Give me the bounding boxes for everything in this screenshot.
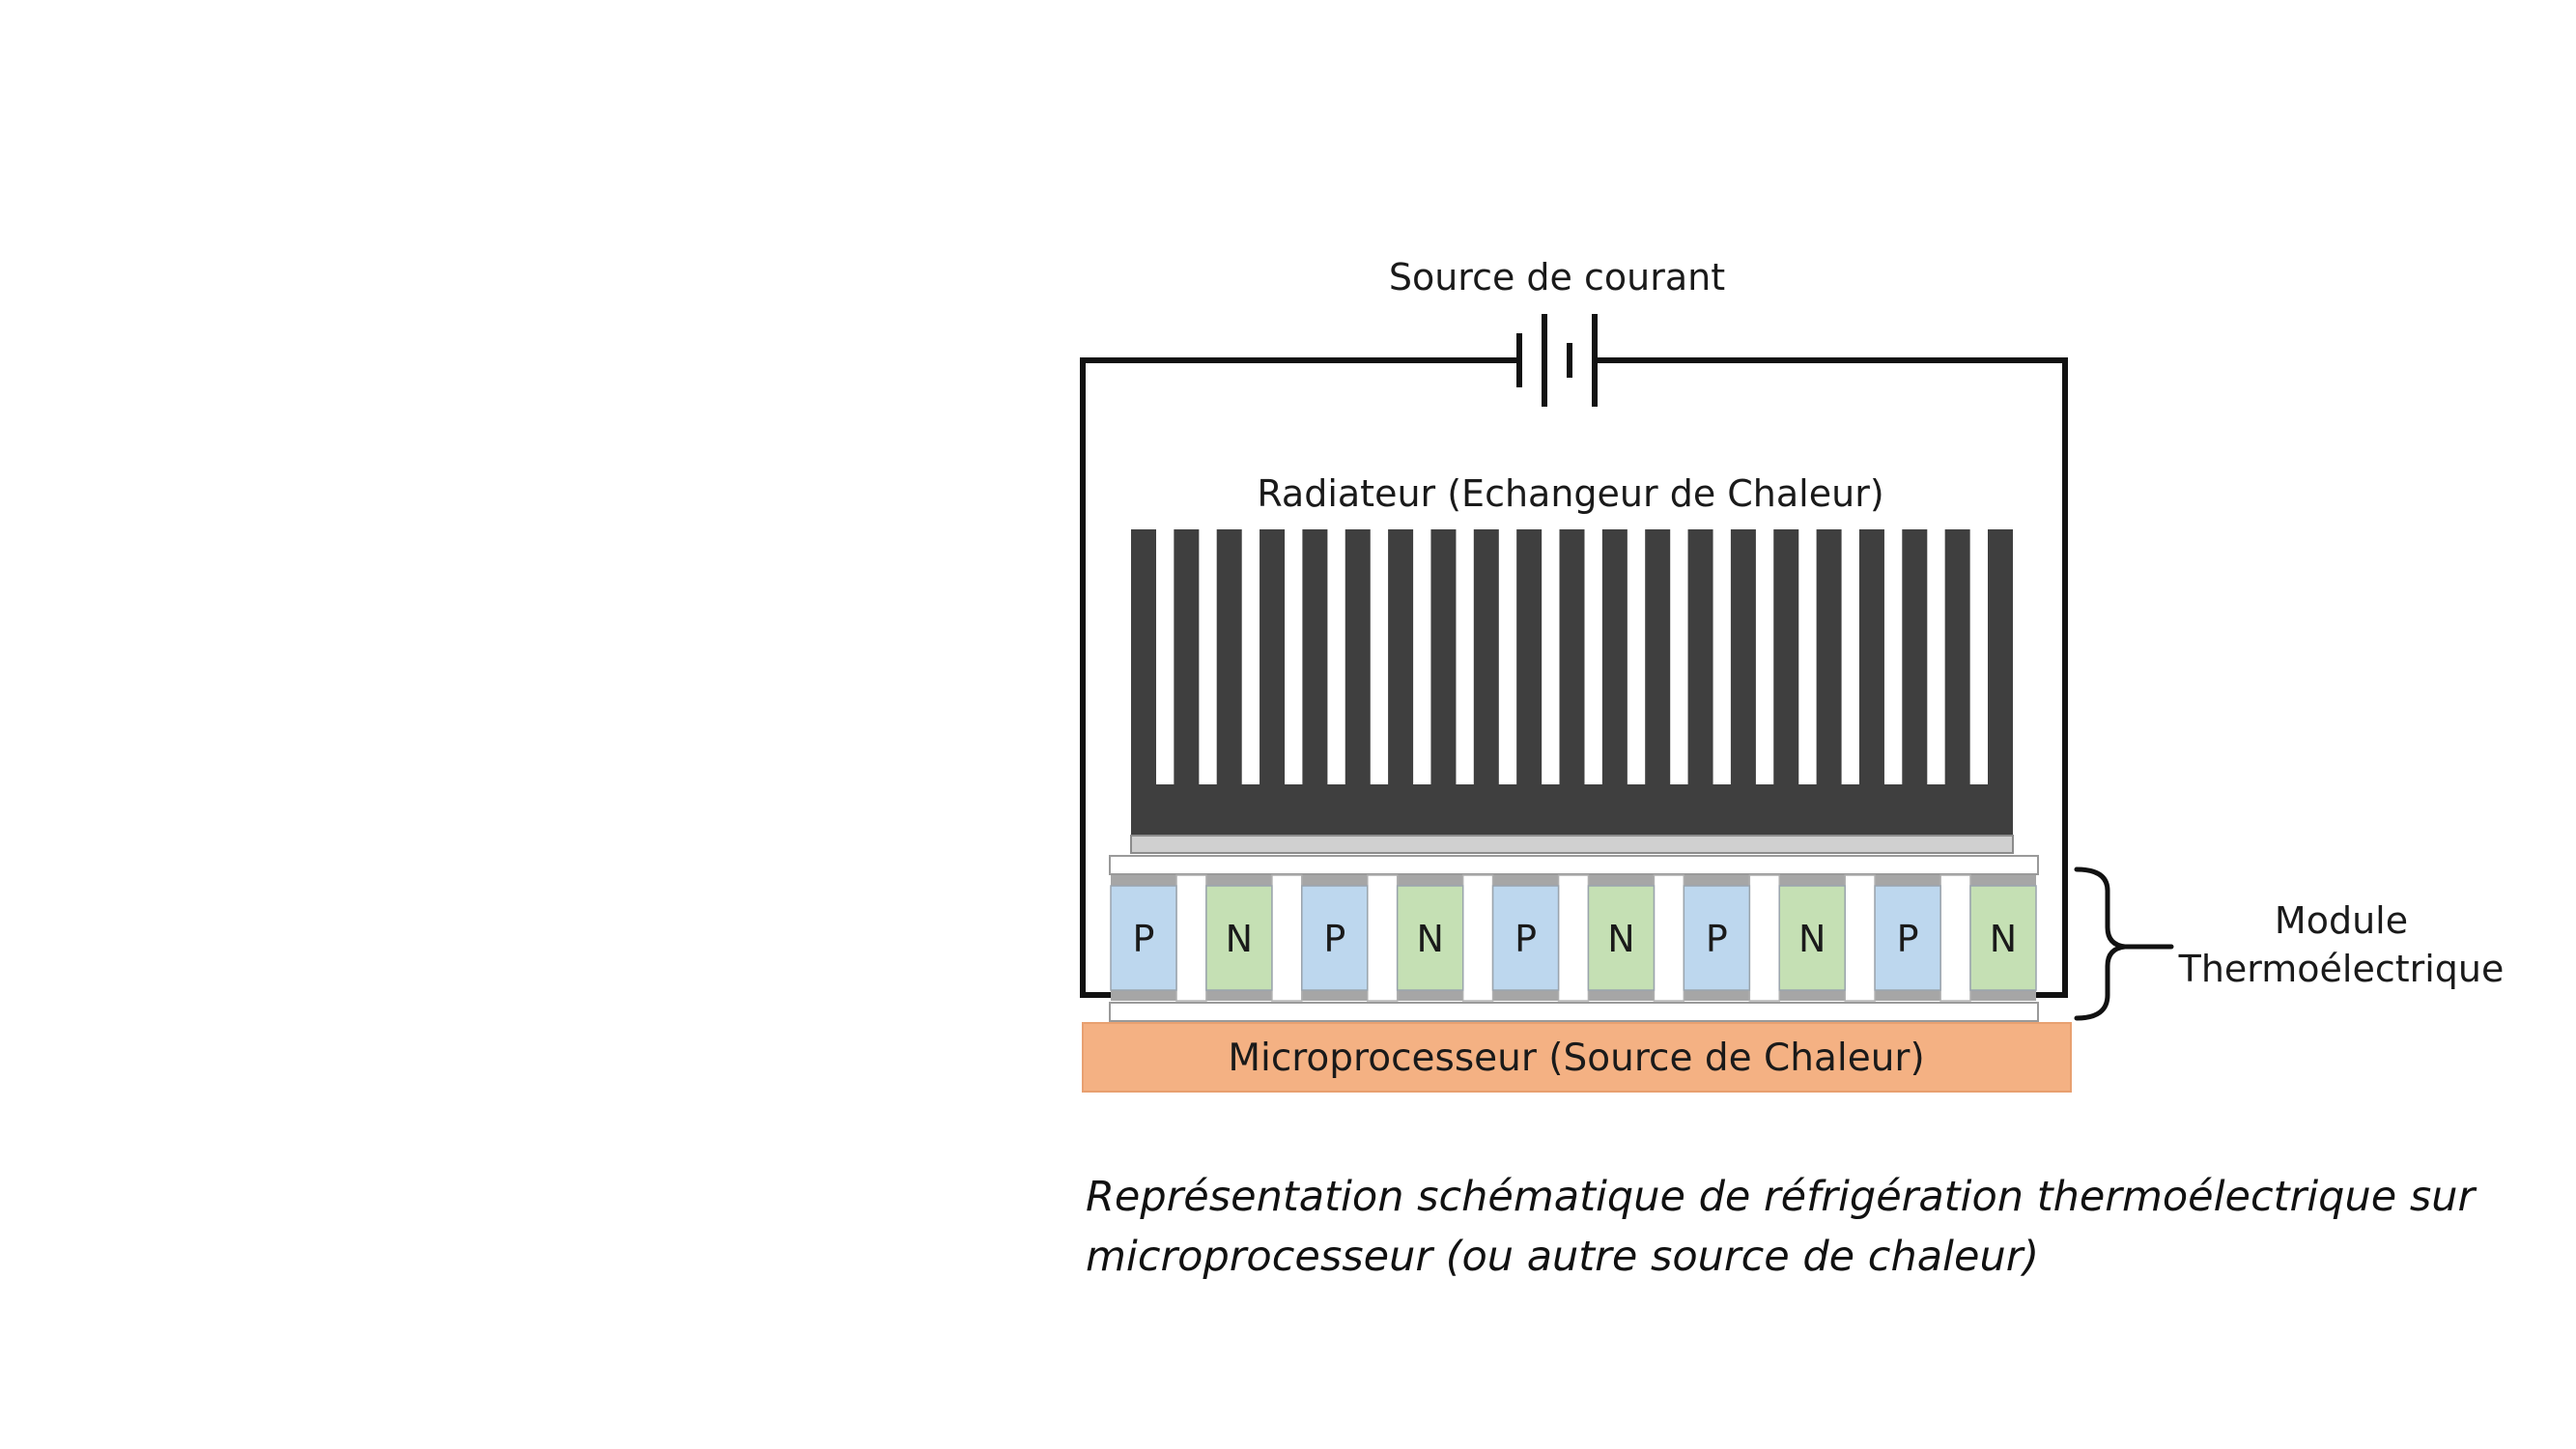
- heatsink-fin: [1645, 529, 1671, 786]
- leg-gap: [1748, 874, 1780, 1002]
- heatsink-fin: [1944, 529, 1970, 786]
- heatsink-fins: [1131, 529, 2013, 786]
- n-type-label: N: [1990, 918, 2017, 960]
- heatsink-fin: [1174, 529, 1200, 786]
- n-type-label: N: [1226, 918, 1253, 960]
- power-source-label: Source de courant: [1389, 256, 1725, 298]
- heatsink-fin: [1388, 529, 1414, 786]
- leg-gap: [1271, 874, 1303, 1002]
- n-type-leg: [1205, 885, 1273, 991]
- n-type-label: N: [1416, 918, 1443, 960]
- caption-line-1: Représentation schématique de réfrigérat…: [1086, 1173, 2476, 1221]
- caption-line-2: microprocesseur (ou autre source de chal…: [1086, 1233, 2040, 1281]
- heat-source-label: Microprocesseur (Source de Chaleur): [1228, 1037, 1924, 1080]
- n-type-leg: [1396, 885, 1464, 991]
- p-type-leg: [1491, 885, 1560, 991]
- n-type-leg: [1587, 885, 1656, 991]
- leg-gap: [1939, 874, 1971, 1002]
- n-type-label: N: [1607, 918, 1634, 960]
- p-type-label: P: [1133, 918, 1155, 960]
- p-type-label: P: [1897, 918, 1919, 960]
- heatsink-fin: [1816, 529, 1842, 786]
- module-brace-icon: [2074, 867, 2128, 1021]
- heatsink-fin: [1559, 529, 1585, 786]
- p-type-leg: [1110, 885, 1177, 991]
- heatsink-fin: [1902, 529, 1928, 786]
- heatsink-label: Radiateur (Echangeur de Chaleur): [1257, 472, 1883, 515]
- p-type-label: P: [1706, 918, 1728, 960]
- p-type-label: P: [1514, 918, 1537, 960]
- leg-gap: [1175, 874, 1207, 1002]
- heatsink-fin: [1131, 529, 1156, 786]
- n-type-label: N: [1798, 918, 1826, 960]
- heatsink-contact-plate: [1130, 835, 2014, 854]
- top-conductor-strip: [1111, 875, 1176, 886]
- heatsink-fin: [1687, 529, 1713, 786]
- heatsink-fin: [1345, 529, 1371, 786]
- heatsink-fin: [1730, 529, 1756, 786]
- heatsink-fin: [1601, 529, 1628, 786]
- module-label-line2: Thermoélectrique: [2178, 948, 2505, 990]
- n-type-leg: [1778, 885, 1846, 991]
- p-type-leg: [1683, 885, 1751, 991]
- battery-symbol-icon: [1516, 314, 1598, 407]
- leg-gap: [1844, 874, 1876, 1002]
- heatsink-base: [1131, 784, 2013, 836]
- leg-gap: [1557, 874, 1590, 1002]
- circuit-wire: [1080, 357, 2068, 998]
- p-type-leg: [1301, 885, 1369, 991]
- leg-gap: [1461, 874, 1494, 1002]
- module-bottom-plate: [1109, 1002, 2039, 1022]
- leg-gap: [1367, 874, 1399, 1002]
- heatsink-fin: [1302, 529, 1328, 786]
- heatsink-fin: [1430, 529, 1457, 786]
- top-conductor-strip: [1970, 875, 2036, 886]
- module-label-line1: Module: [2275, 899, 2408, 942]
- heatsink-fin: [1516, 529, 1543, 786]
- heatsink-fin: [1773, 529, 1799, 786]
- n-type-leg: [1969, 885, 2037, 991]
- p-type-label: P: [1323, 918, 1345, 960]
- heatsink-fin: [1988, 529, 2013, 786]
- heat-source-block: [1082, 1022, 2072, 1093]
- heatsink-fin: [1858, 529, 1884, 786]
- module-top-plate: [1109, 855, 2039, 875]
- p-type-leg: [1874, 885, 1941, 991]
- heatsink-fin: [1473, 529, 1499, 786]
- leg-gap: [1653, 874, 1685, 1002]
- heatsink-fin: [1216, 529, 1242, 786]
- figure-caption: Représentation schématique de réfrigérat…: [1086, 1167, 2534, 1287]
- heatsink-fin: [1260, 529, 1286, 786]
